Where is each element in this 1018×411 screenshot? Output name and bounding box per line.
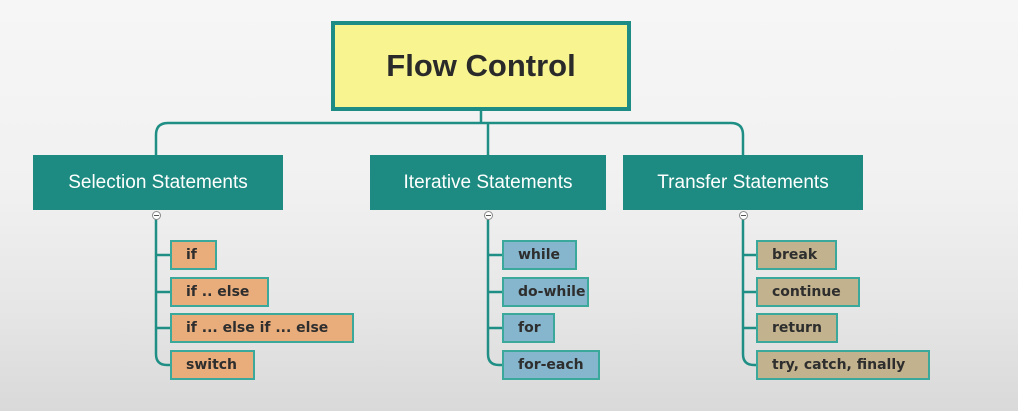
item-try-catch-finally: try, catch, finally [756,350,930,380]
category-transfer-statements: Transfer Statements [623,155,863,210]
selection-branch-connector [154,216,170,367]
item-for: for [502,313,555,343]
item-return: return [756,313,838,343]
item-break: break [756,240,837,270]
category-iterative-statements: Iterative Statements [370,155,606,210]
iterative-branch-connector [486,216,502,367]
item-do-while: do-while [502,277,589,307]
item-while: while [502,240,577,270]
collapse-toggle-transfer[interactable] [739,211,748,220]
item-for-each: for-each [502,350,600,380]
item-if: if [170,240,217,270]
item-continue: continue [756,277,860,307]
category-selection-statements: Selection Statements [33,155,283,210]
item-if-else: if .. else [170,277,269,307]
collapse-toggle-iterative[interactable] [484,211,493,220]
category-bus-connector [154,121,745,155]
collapse-toggle-selection[interactable] [152,211,161,220]
item-if-else-if-else: if ... else if ... else [170,313,354,343]
root-node-flow-control: Flow Control [331,21,631,111]
item-switch: switch [170,350,255,380]
transfer-branch-connector [741,216,756,367]
